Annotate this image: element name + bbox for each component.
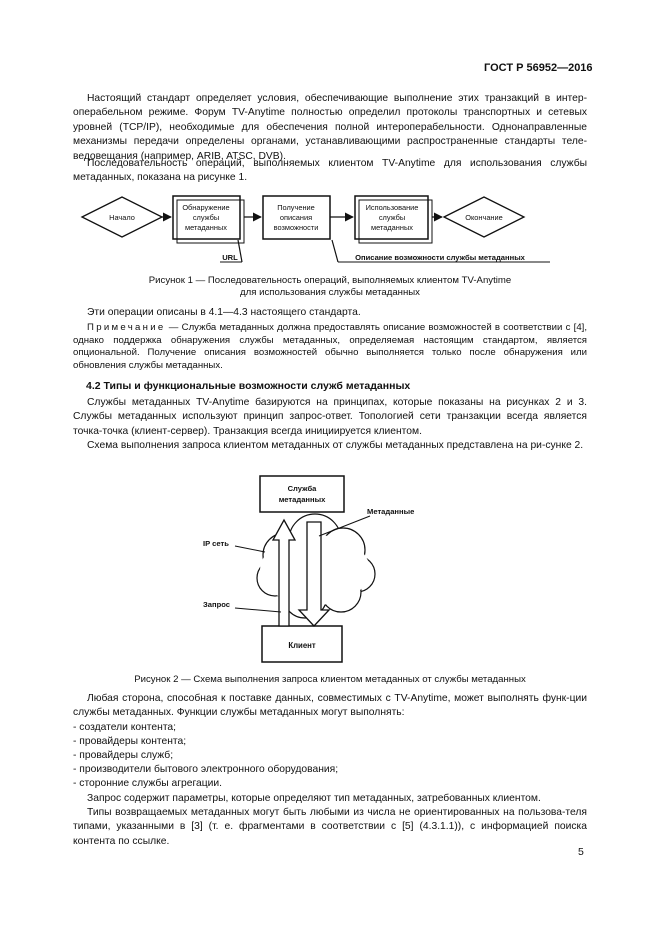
use-line-2: службы — [379, 213, 405, 222]
end-node — [442, 196, 526, 238]
paragraph-intro: Настоящий стандарт определяет условия, о… — [73, 93, 587, 162]
metadata-label: Метаданные — [367, 507, 414, 516]
metadata-arrow — [297, 521, 331, 627]
end-label: Окончание — [465, 213, 503, 222]
document-id: ГОСТ Р 56952—2016 — [484, 62, 593, 74]
figure-1-caption-line-2: для использования службы метаданных — [240, 287, 420, 298]
service-line-2: метаданных — [279, 495, 326, 504]
client-box — [261, 625, 343, 663]
list-item: - провайдеры служб; — [73, 750, 174, 761]
paragraph-types: Типы возвращаемых метаданных могут быть … — [73, 807, 587, 847]
paragraph-principles: Службы метаданных TV-Anytime базируются … — [73, 397, 587, 437]
list-item: - провайдеры контента; — [73, 736, 187, 747]
get-caps-line-2: описания — [280, 213, 312, 222]
paragraph-sequence: Последовательность операций, выполняемых… — [73, 158, 587, 184]
use-line-3: метаданных — [371, 223, 413, 232]
figure-2-diagram: Служба метаданных Клиент Метаданные IP с… — [203, 475, 414, 663]
metadata-service-box — [259, 475, 345, 513]
section-title: 4.2 Типы и функциональные возможности сл… — [86, 380, 411, 392]
use-service-box — [354, 195, 429, 240]
list-item: - производители бытового электронного об… — [73, 764, 339, 775]
start-label: Начало — [109, 213, 135, 222]
ip-network-label: IP сеть — [203, 539, 229, 548]
url-label: URL — [222, 253, 238, 262]
get-caps-line-1: Получение — [277, 203, 315, 212]
service-line-1: Служба — [288, 484, 318, 493]
figure-2-caption: Рисунок 2 — Схема выполнения запроса кли… — [134, 674, 526, 685]
page-number: 5 — [578, 846, 584, 858]
operations-reference: Эти операции описаны в 4.1—4.3 настоящег… — [87, 307, 361, 318]
list-item: - сторонние службы агрегации. — [73, 778, 222, 789]
discovery-line-3: метаданных — [185, 223, 227, 232]
description-label: Описание возможности службы метаданных — [355, 253, 526, 262]
paragraph-scheme: Схема выполнения запроса клиентом метада… — [87, 440, 584, 451]
get-caps-line-3: возможности — [274, 223, 319, 232]
note-text: — Служба метаданных должна предоставлять… — [73, 322, 587, 371]
discovery-line-1: Обнаружение — [182, 203, 229, 212]
list-item: - создатели контента; — [73, 722, 177, 733]
client-label: Клиент — [288, 641, 316, 650]
discovery-line-2: службы — [193, 213, 219, 222]
request-label: Запрос — [203, 600, 230, 609]
request-arrow — [271, 518, 297, 627]
paragraph-parties: Любая сторона, способная к поставке данн… — [73, 693, 587, 719]
use-line-1: Использование — [366, 203, 419, 212]
figure-1-caption-line-1: Рисунок 1 — Последовательность операций,… — [148, 275, 512, 286]
paragraph-request: Запрос содержит параметры, которые опред… — [87, 793, 541, 804]
figure-1-diagram: Начало Обнаружение службы метаданных Пол… — [80, 195, 550, 263]
note-prefix: Примечание — [87, 322, 166, 333]
note: Примечание — Служба метаданных должна пр… — [73, 322, 587, 372]
discovery-box — [172, 195, 241, 240]
